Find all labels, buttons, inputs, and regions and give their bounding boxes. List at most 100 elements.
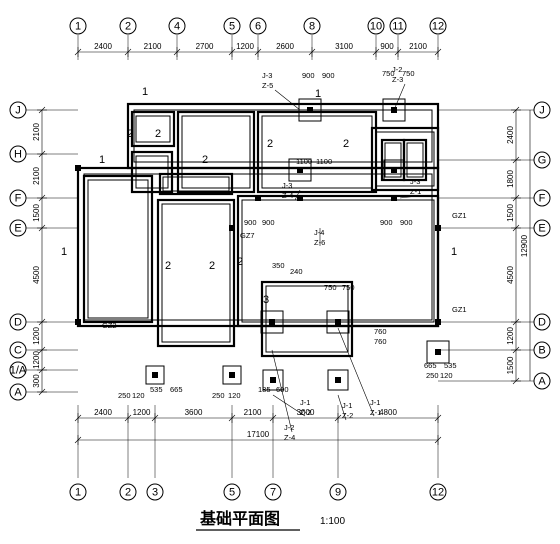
detail-dim: 1100 [296, 157, 312, 166]
axis-label: 10 [370, 21, 382, 33]
dim-value: 1500 [32, 204, 41, 222]
axis-top-2: 2 [119, 17, 137, 35]
axis-bubble [9, 101, 27, 119]
axis-label: 3 [152, 487, 158, 499]
dim-total: 17100 [247, 430, 270, 439]
footing-pad [260, 310, 284, 334]
axis-label: 8 [309, 21, 315, 33]
dim-value: 3600 [185, 408, 203, 417]
column-mark [391, 195, 397, 201]
axis-bubble [9, 341, 27, 359]
axis-label: 5 [229, 487, 235, 499]
footing-pad [426, 340, 450, 364]
axis-label: 1/A [10, 365, 27, 377]
leader-line [337, 327, 375, 417]
axis-label: 5 [229, 21, 235, 33]
leader-line [294, 189, 301, 201]
column-mark [270, 377, 276, 383]
wall-inner [261, 115, 373, 189]
detail-dim: 665 [424, 361, 437, 370]
footing-label: J-1 [370, 398, 380, 407]
section-mark: 2 [202, 154, 208, 166]
dim-value: 1200 [32, 351, 41, 369]
dim-value: 2400 [94, 408, 112, 417]
axis-label: D [538, 317, 546, 329]
axis-bubble [9, 189, 27, 207]
section-mark: 3 [263, 294, 269, 306]
footing-pad [262, 369, 284, 391]
axis-bottom-2: 2 [119, 483, 137, 501]
axis-left-5: C [9, 341, 27, 359]
detail-dim: 250 [426, 371, 439, 380]
axis-label: E [14, 223, 21, 235]
axis-label: 12 [432, 21, 444, 33]
axis-top-8: 8 [303, 17, 321, 35]
footing-pad [222, 365, 242, 385]
section-mark: 2 [237, 256, 243, 268]
axis-label: A [538, 376, 546, 388]
wall-inner [265, 285, 349, 353]
column-mark [229, 225, 235, 231]
wall-outer [130, 110, 176, 148]
axis-bubble [533, 101, 551, 119]
axis-bubble [533, 372, 551, 390]
wall-inner [375, 131, 435, 187]
axis-right-G: G [533, 151, 551, 169]
drawing-title: 基础平面图 [199, 509, 280, 528]
dim-value: 1200 [506, 327, 515, 345]
section-mark: 1 [61, 246, 67, 258]
footing-pad [298, 98, 322, 122]
axis-bottom-7: 7 [264, 483, 282, 501]
detail-dim: 535 [444, 361, 457, 370]
footing-pad [288, 158, 312, 182]
column-label: GZ1 [452, 305, 467, 314]
axis-bubble [119, 17, 137, 35]
dim-value: 2100 [244, 408, 262, 417]
axis-bottom-9: 9 [329, 483, 347, 501]
column-label: GZ7 [240, 231, 255, 240]
axis-top-12: 12 [429, 17, 447, 35]
dim-value: 1800 [506, 170, 515, 188]
column-mark [75, 165, 81, 171]
dim-value: 1200 [133, 408, 151, 417]
section-mark: 2 [209, 260, 215, 272]
dim-value: 1200 [32, 327, 41, 345]
axis-top-11: 11 [389, 17, 407, 35]
pad-dim: 750 [402, 69, 415, 78]
axis-bottom-3: 3 [146, 483, 164, 501]
dim-value: 2100 [32, 167, 41, 185]
leader-line [271, 349, 293, 433]
footing-label: J-1 [300, 398, 310, 407]
axis-bubble [367, 17, 385, 35]
footing-pad [327, 369, 349, 391]
column-mark [255, 195, 261, 201]
column-mark [269, 319, 275, 325]
axis-bubble [303, 17, 321, 35]
axis-left-4: D [9, 313, 27, 331]
axis-left-3: E [9, 219, 27, 237]
axis-bubble [9, 383, 27, 401]
detail-dim: 535 [150, 385, 163, 394]
wall-inner [135, 115, 171, 143]
axis-bubble [249, 17, 267, 35]
section-mark: 1 [315, 88, 321, 100]
detail-dim: 750 [324, 283, 337, 292]
axis-left-7: A [9, 383, 27, 401]
section-mark: 2 [343, 138, 349, 150]
detail-dim: 185 [258, 385, 271, 394]
axis-label: 6 [255, 21, 261, 33]
dim-value: 2100 [144, 42, 162, 51]
axis-label: 9 [335, 487, 341, 499]
axis-left-6: 1/A [9, 361, 27, 379]
dim-value: 4500 [506, 266, 515, 284]
axis-label: 7 [270, 487, 276, 499]
wall-outer [236, 194, 440, 328]
footing-label: J-3 [410, 177, 420, 186]
column-mark [335, 377, 341, 383]
detail-dim: 900 [262, 218, 275, 227]
axis-bubble [9, 313, 27, 331]
axis-label: A [14, 387, 22, 399]
dim-total: 12900 [520, 234, 529, 257]
